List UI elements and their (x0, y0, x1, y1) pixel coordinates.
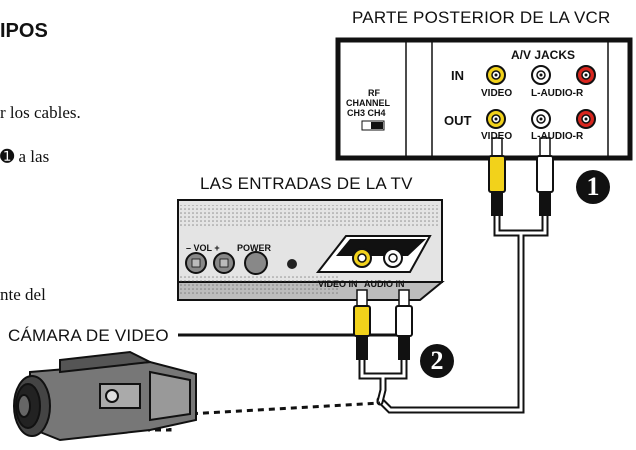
camcorder (13, 350, 197, 442)
av-jacks-label: A/V JACKS (511, 48, 576, 62)
tv-volume-label: – VOL + (186, 243, 220, 253)
vcr-audio-out-left-jack[interactable] (531, 109, 551, 129)
tv-power-button[interactable] (244, 251, 268, 275)
vcr-video-plug (488, 137, 506, 216)
camcorder-caption: CÁMARA DE VIDEO (8, 326, 169, 345)
tv-volume-up-button[interactable] (213, 252, 235, 274)
tv-volume-down-button[interactable] (185, 252, 207, 274)
vcr-out-label: OUT (444, 113, 472, 128)
tv-audio-in-label: AUDIO IN (364, 279, 405, 289)
vcr-audio-out-label: L-AUDIO-R (531, 131, 584, 142)
vcr-rear-panel (335, 37, 633, 161)
vcr-video-out-jack[interactable] (486, 109, 506, 129)
cable-2-plugs (358, 354, 408, 406)
vcr-video-in-jack[interactable] (486, 65, 506, 85)
vcr-audio-out-right-jack[interactable] (576, 109, 596, 129)
vcr-audio-in-label: L-AUDIO-R (531, 88, 584, 99)
instruction-text-3: nte del (0, 285, 46, 304)
tv-caption: LAS ENTRADAS DE LA TV (200, 174, 413, 193)
vcr-audio-in-left-jack[interactable] (531, 65, 551, 85)
vcr-audio-plug (536, 137, 554, 216)
rf-label: RF (368, 88, 380, 98)
ch3-ch4-label: CH3 CH4 (347, 108, 386, 118)
tv-sensor-icon (287, 259, 297, 269)
tv-input-panel (177, 199, 445, 337)
step-1-inline-marker: ➊ (0, 147, 15, 166)
tv-video-in-label: VIDEO IN (318, 279, 358, 289)
tv-power-label: POWER (237, 243, 272, 253)
instruction-text-2: ➊ a las (0, 147, 49, 167)
vcr-caption: PARTE POSTERIOR DE LA VCR (352, 8, 611, 27)
step-1-badge: 1 (576, 170, 610, 204)
vcr-audio-in-right-jack[interactable] (576, 65, 596, 85)
tv-video-plug (353, 289, 371, 360)
tv-audio-plug (395, 289, 413, 360)
cable-1 (376, 211, 549, 414)
vcr-video-out-label: VIDEO (481, 131, 513, 142)
tv-audio-in-jack[interactable] (383, 248, 403, 268)
channel-label: CHANNEL (346, 98, 390, 108)
step-2-badge: 2 (420, 344, 454, 378)
section-heading: IPOS (0, 20, 48, 42)
instruction-text-2-label: a las (14, 147, 50, 166)
vcr-video-in-label: VIDEO (481, 88, 513, 99)
tv-video-in-jack[interactable] (352, 248, 372, 268)
instruction-text-1: r los cables. (0, 103, 81, 122)
vcr-in-label: IN (451, 68, 464, 83)
camcorder-cable (169, 401, 381, 417)
